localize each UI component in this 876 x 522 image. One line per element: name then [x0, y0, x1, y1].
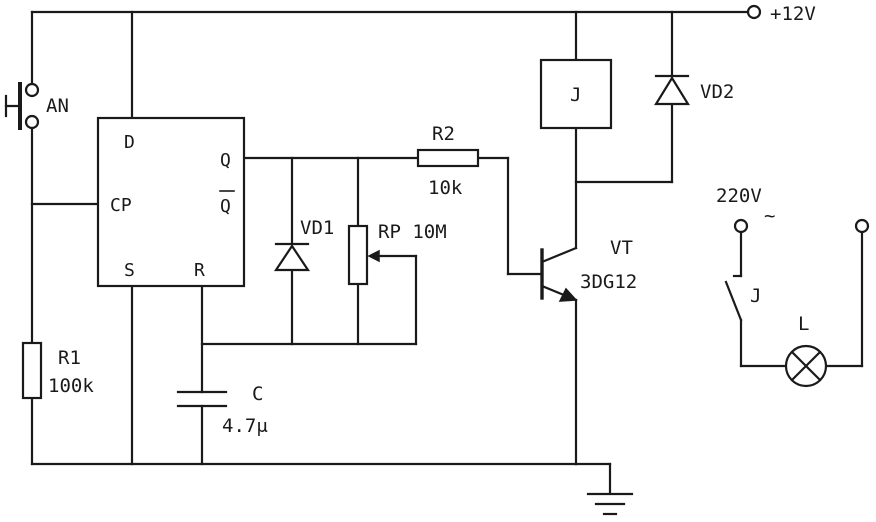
supply-label: +12V	[770, 3, 816, 25]
relay-contact-label: J	[750, 285, 761, 307]
r1-label: R1	[58, 347, 81, 369]
ic-pin-s: S	[124, 260, 135, 281]
supply-terminal	[746, 4, 762, 20]
vd1-label: VD1	[300, 217, 334, 239]
push-button-an	[4, 82, 40, 130]
r2-value: 10k	[428, 177, 463, 199]
ic-pin-cp: CP	[110, 195, 132, 216]
transistor-vt	[540, 246, 578, 302]
ic-pin-qbar: Q	[220, 196, 231, 217]
vd2-label: VD2	[700, 81, 734, 103]
lamp-label: L	[798, 313, 809, 335]
mains-ac-symbol: ~	[764, 205, 775, 227]
ic-pin-d: D	[124, 132, 135, 153]
mains-label: 220V	[716, 185, 762, 207]
resistor-r2	[416, 148, 480, 168]
rp-label: RP 10M	[378, 221, 447, 243]
capacitor-c	[176, 390, 228, 408]
relay-label: J	[570, 84, 581, 106]
ground-symbol	[586, 492, 634, 516]
vt-model: 3DG12	[580, 271, 637, 293]
button-label: AN	[46, 95, 69, 117]
c-value: 4.7μ	[222, 415, 268, 437]
r2-label: R2	[432, 123, 455, 145]
vt-label: VT	[610, 237, 633, 259]
mains-terminal-left	[733, 218, 749, 234]
ic-pin-r: R	[194, 260, 205, 281]
flip-flop-ic	[96, 116, 246, 288]
relay-contact-j	[724, 274, 743, 322]
c-label: C	[252, 383, 263, 405]
ic-pin-q: Q	[220, 150, 231, 171]
diode-vd2	[654, 74, 690, 106]
mains-terminal-right	[854, 218, 870, 234]
r1-value: 100k	[48, 375, 94, 397]
potentiometer-rp	[347, 224, 380, 286]
relay-coil-j	[539, 58, 613, 130]
wiring	[30, 10, 864, 494]
resistor-r1	[21, 341, 43, 400]
diode-vd1	[273, 242, 311, 272]
lamp-l	[784, 344, 828, 388]
